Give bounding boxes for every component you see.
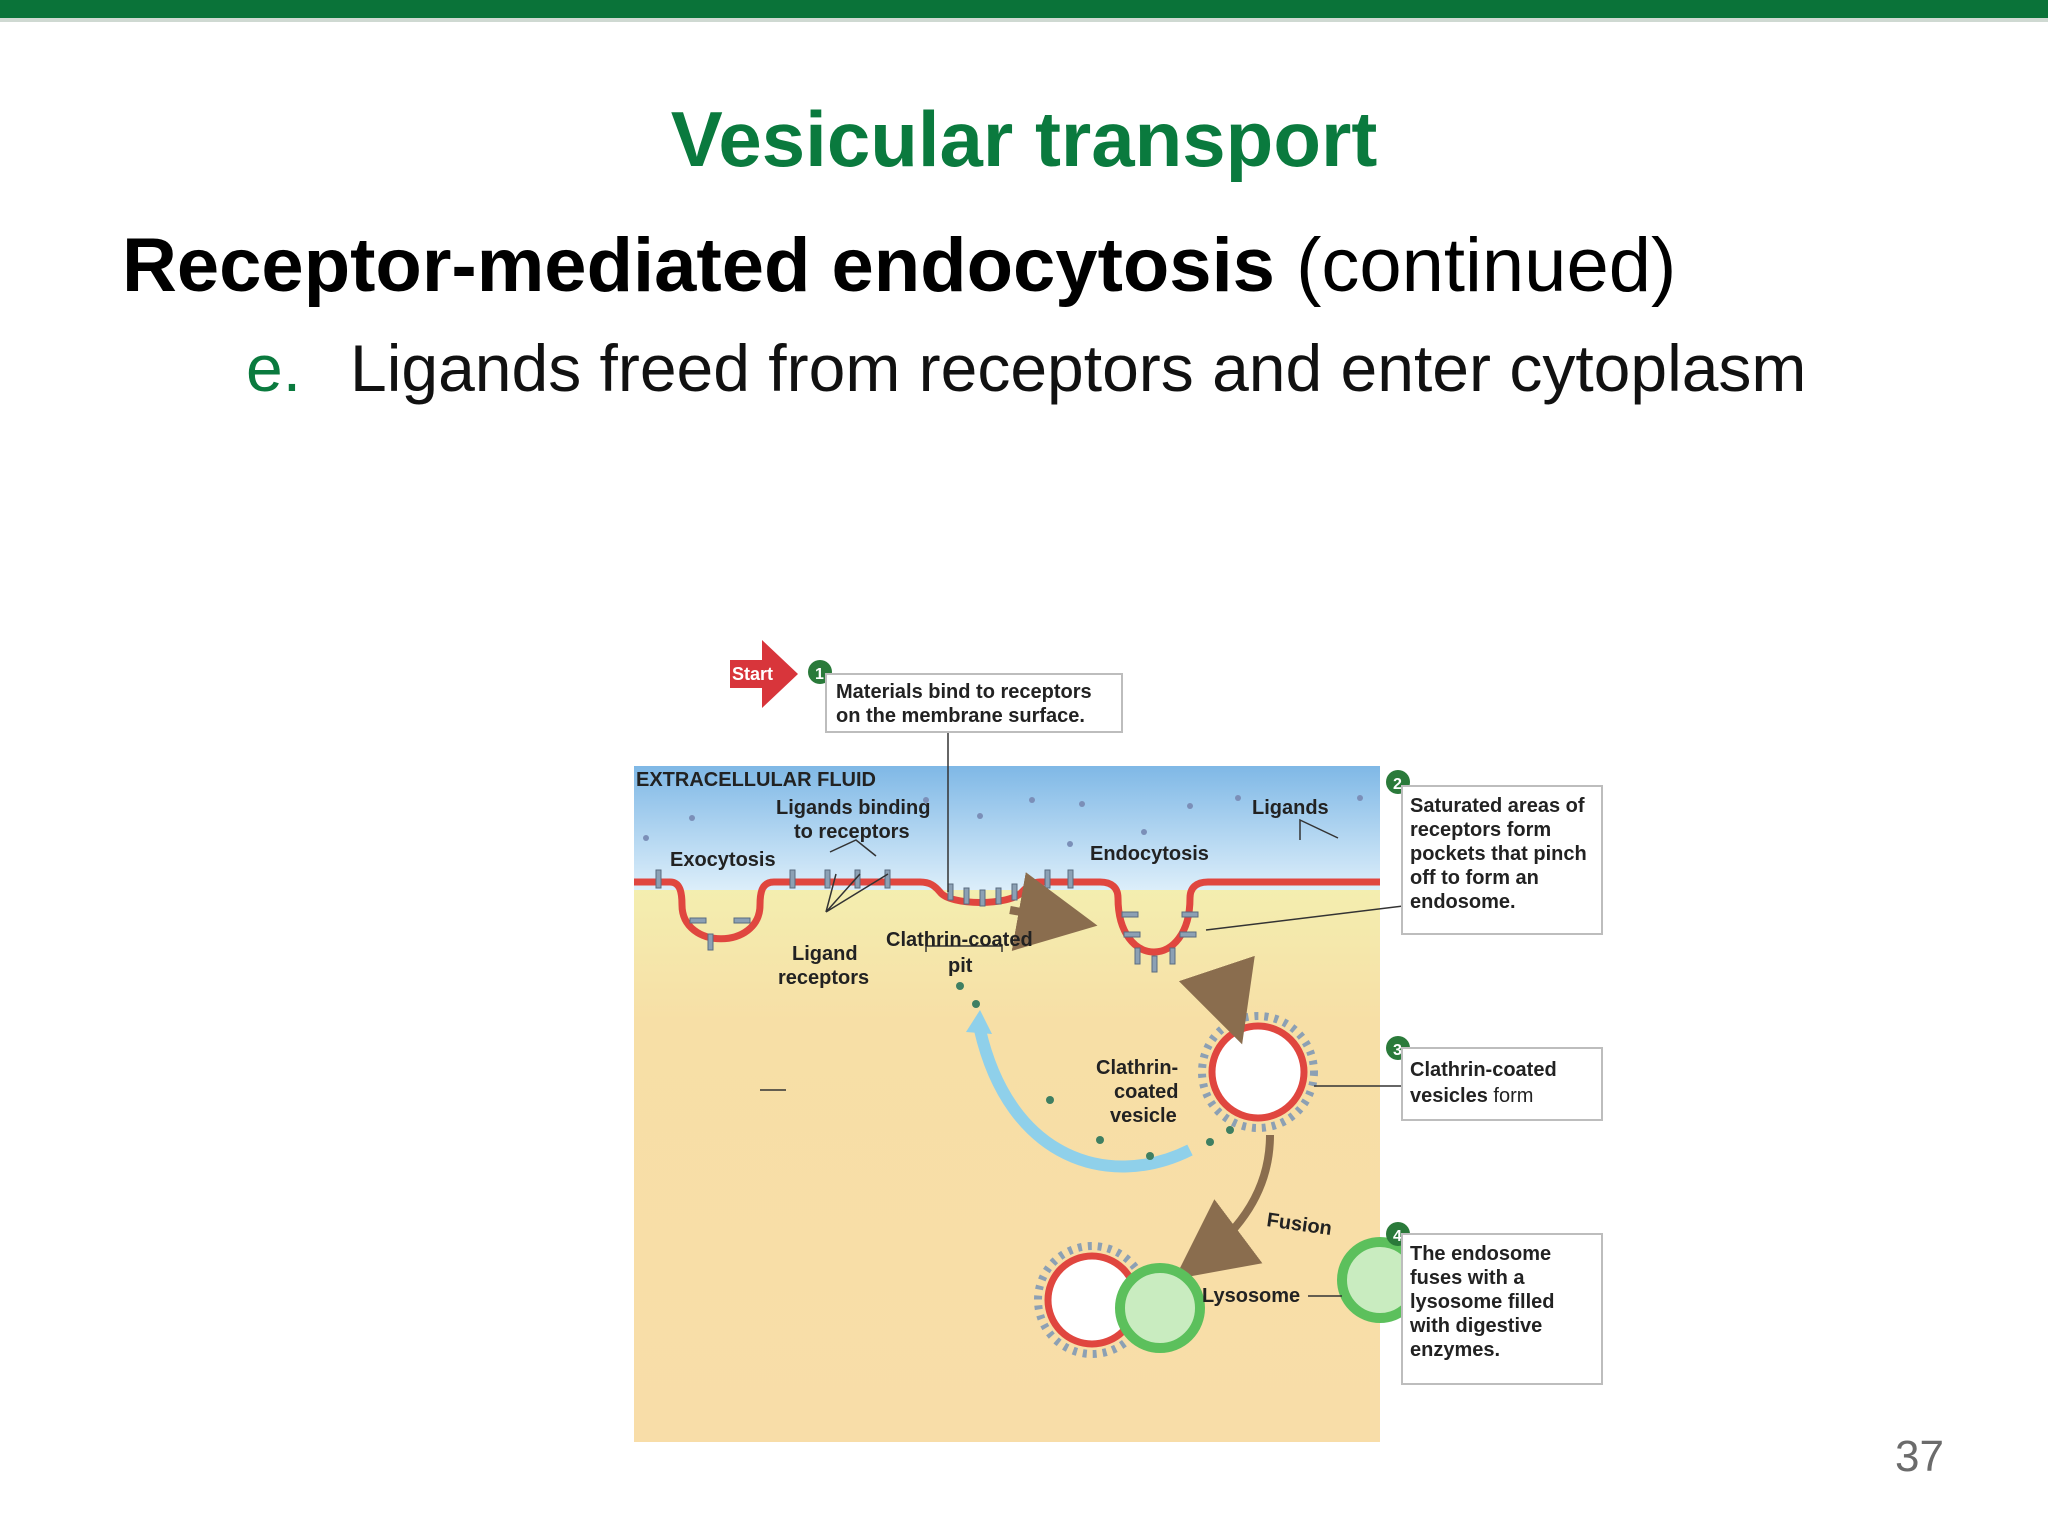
step-4-line-5: enzymes. (1410, 1339, 1500, 1361)
recycling-arrowhead (966, 1010, 992, 1034)
label-ligand-receptors-1: Ligand (792, 943, 858, 965)
step-2-line-5: endosome. (1410, 891, 1516, 913)
step-3-suffix: form (1488, 1085, 1534, 1107)
step-4-line-4: with digestive (1409, 1315, 1542, 1337)
step-2-line-3: pockets that pinch (1410, 843, 1587, 865)
endocytosis-diagram: Start 1 Materials bind to receptors on t… (630, 630, 1630, 1450)
step-4-line-1: The endosome (1410, 1243, 1551, 1265)
step-2-line-2: receptors form (1410, 819, 1551, 841)
label-clathrin-vesicle-1: Clathrin- (1096, 1057, 1178, 1079)
clathrin-coated-vesicle (1208, 1022, 1308, 1122)
step-3-bold-word: vesicles (1410, 1085, 1488, 1107)
arrow-vesicle-to-fusion (1174, 1134, 1274, 1280)
label-clathrin-pit-1: Clathrin-coated (886, 929, 1033, 951)
extracellular-fluid-area (634, 766, 1380, 890)
step-4-line-2: fuses with a (1410, 1267, 1525, 1289)
step-3-line-1: Clathrin-coated (1410, 1059, 1557, 1081)
step-3-number: 3 (1393, 1042, 1402, 1059)
label-lysosome: Lysosome (1202, 1285, 1300, 1307)
heading-bold: Receptor-mediated endocytosis (122, 223, 1275, 308)
clathrin-vesicle-coat (1198, 1012, 1318, 1132)
label-clathrin-vesicle-3: vesicle (1110, 1105, 1177, 1127)
step-4-line-3: lysosome filled (1410, 1291, 1555, 1313)
slide-title: Vesicular transport (670, 95, 1378, 183)
ligand-particles (643, 795, 1363, 847)
step-1-box (825, 673, 1123, 733)
step-2-number: 2 (1393, 776, 1402, 793)
start-label: Start (732, 664, 773, 684)
bullet-marker: e. (246, 331, 302, 405)
label-ligands-binding-2: to receptors (794, 821, 910, 843)
label-ligands: Ligands (1252, 797, 1329, 819)
step-2-line-1: Saturated areas of (1410, 795, 1585, 817)
label-extracellular-fluid: EXTRACELLULAR FLUID (636, 769, 876, 791)
plasma-membrane (634, 878, 1380, 956)
step-2-box (1401, 785, 1603, 935)
top-accent-bar (0, 0, 2048, 18)
bullet-text: Ligands freed from receptors and enter c… (350, 331, 1807, 405)
slide-number: 37 (1895, 1432, 1944, 1481)
label-clathrin-vesicle-2: coated (1114, 1081, 1178, 1103)
label-ligands-binding-1: Ligands binding (776, 797, 930, 819)
label-endocytosis: Endocytosis (1090, 843, 1209, 865)
label-exocytosis: Exocytosis (670, 849, 776, 871)
receptor-recycling-arrow (972, 1022, 1193, 1173)
cytoplasm-area (634, 880, 1380, 1442)
step-1-number: 1 (815, 666, 824, 683)
fused-lysosome (1115, 1263, 1205, 1353)
step-3-box (1401, 1047, 1603, 1121)
diagram-svg: Start 1 Materials bind to receptors on t… (634, 640, 1603, 1442)
arrow-endosome-to-vesicle (1178, 955, 1255, 1045)
step-1-line-1: Materials bind to receptors (836, 681, 1092, 703)
label-clathrin-pit-2: pit (948, 955, 973, 977)
arrow-pit-to-endocytosis (1009, 872, 1098, 951)
step-2-line-4: off to form an (1410, 867, 1539, 889)
start-arrow (730, 640, 798, 708)
bullet-item: e. Ligands freed from receptors and enter… (246, 326, 1806, 410)
step-4-number: 4 (1393, 1228, 1402, 1245)
heading-rest: (continued) (1274, 223, 1677, 308)
top-bar-shadow (0, 18, 2048, 22)
step-3-line-2: vesicles form (1410, 1085, 1533, 1107)
label-ligand-receptors-2: receptors (778, 967, 869, 989)
slide-heading: Receptor-mediated endocytosis (continued… (122, 220, 1676, 312)
step-1-line-2: on the membrane surface. (836, 705, 1085, 727)
recycled-ligands (956, 982, 1234, 1160)
step-4-box (1401, 1233, 1603, 1385)
